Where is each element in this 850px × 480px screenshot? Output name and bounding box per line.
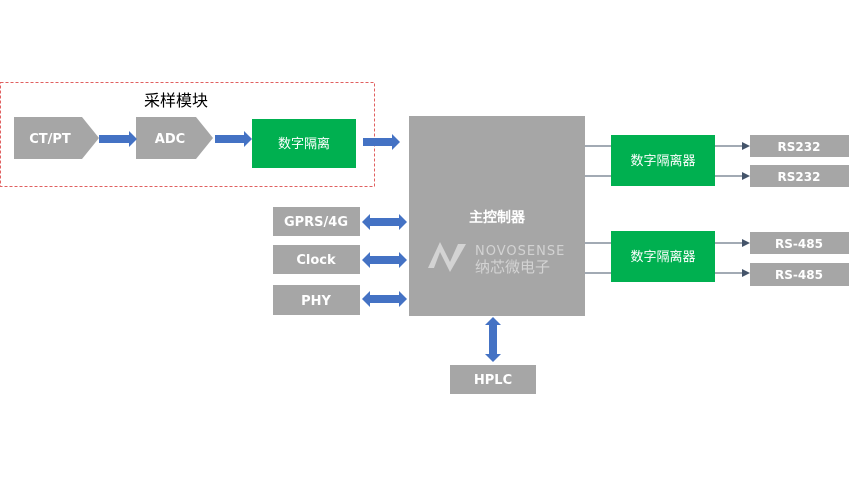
- rs485-port-1-label: RS-485: [775, 237, 823, 251]
- phy-label: PHY: [301, 294, 331, 309]
- arrow-clock-controller: [362, 252, 407, 268]
- arrow-phy-controller: [362, 291, 407, 307]
- rs485-port-2-label: RS-485: [775, 268, 823, 282]
- rs232-port-2-label: RS232: [778, 170, 821, 184]
- novosense-logo-mark: [428, 242, 466, 272]
- main-controller-label: 主控制器: [469, 209, 526, 226]
- ctpt-label: CT/PT: [29, 132, 71, 147]
- adc-block: [136, 117, 213, 159]
- hplc-block: [450, 365, 536, 394]
- rs485-port-1: [750, 232, 849, 254]
- gprs-label: GPRS/4G: [284, 215, 348, 230]
- digital-isolation-label: 数字隔离: [278, 136, 330, 152]
- arrow-gprs-controller: [362, 214, 407, 230]
- arrow-ctpt-to-adc: [99, 131, 137, 147]
- rs232-port-1: [750, 135, 849, 157]
- phy-block: [273, 285, 360, 315]
- rs485-port-2: [750, 263, 849, 286]
- logo-brand-text: NOVOSENSE: [475, 244, 565, 259]
- main-controller-block: [409, 116, 585, 316]
- isolator-a-label: 数字隔离器: [630, 153, 695, 169]
- gprs-block: [273, 207, 360, 236]
- adc-label: ADC: [155, 132, 185, 147]
- isolator-b-label: 数字隔离器: [630, 249, 695, 265]
- rs232-port-2: [750, 165, 849, 187]
- clock-label: Clock: [296, 253, 336, 268]
- logo-chinese-text: 纳芯微电子: [475, 258, 550, 276]
- isolator-a-block: [611, 135, 715, 186]
- clock-block: [273, 245, 360, 274]
- arrow-controller-hplc: [485, 317, 501, 362]
- hplc-label: HPLC: [474, 373, 512, 388]
- isolator-b-block: [611, 231, 715, 282]
- sampling-module-frame: [0, 82, 375, 187]
- ctpt-block: [14, 117, 99, 159]
- arrow-adc-to-isolation: [215, 131, 252, 147]
- novosense-logo: NOVOSENSE 纳芯微电子: [428, 242, 565, 276]
- digital-isolation-block: [252, 119, 356, 168]
- arrow-isolation-to-controller: [363, 134, 400, 150]
- rs232-port-1-label: RS232: [778, 140, 821, 154]
- sampling-module-title: 采样模块: [144, 91, 208, 110]
